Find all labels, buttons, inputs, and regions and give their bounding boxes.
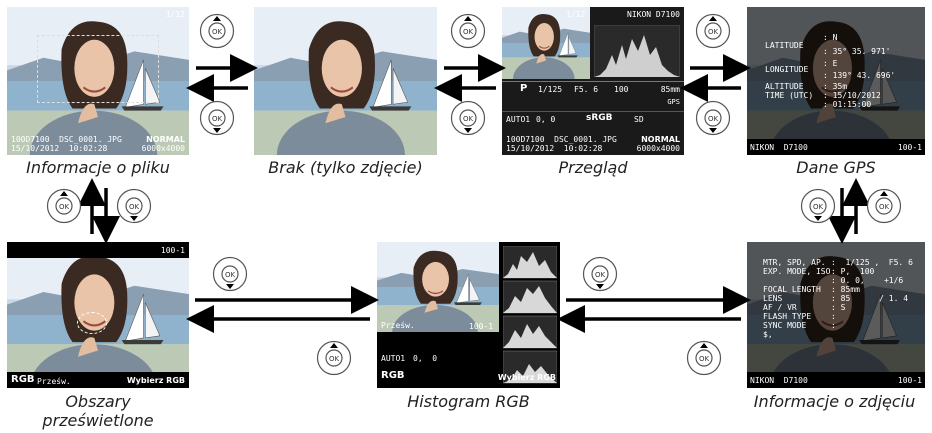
white-balance: AUTO1	[506, 115, 531, 124]
time-date: : 15/10/2012	[823, 91, 881, 100]
highlight-blink-area	[77, 312, 107, 334]
altitude-value: : 35m	[823, 82, 848, 91]
photo-only-screen	[254, 7, 437, 155]
af-vr-value: : S	[831, 303, 846, 312]
rgb-histograms	[503, 246, 557, 384]
sync-mode-value: :	[831, 321, 836, 330]
caption-highlights: Obszary prześwietlone	[7, 392, 189, 430]
iso-value: 100	[614, 85, 629, 94]
overview-screen: 1/12 NIKON D7100 P 1/125 F5. 6 100 85mm …	[502, 7, 684, 155]
date-time-line: 15/10/2012 10:02:28	[11, 144, 108, 153]
histogram-screen: Prześw. 100-1 AUTO1 0, 0 RGB Wybierz RGB	[377, 242, 560, 388]
multi-selector-icon	[686, 340, 722, 376]
focal-length-value: : 85mm	[831, 285, 860, 294]
multi-selector-icon	[316, 340, 352, 376]
af-frame	[37, 35, 159, 103]
altitude-label: ALTITUDE	[765, 82, 804, 91]
latitude-value: : 35° 35. 971'	[823, 47, 891, 56]
sync-mode-label: SYNC MODE	[763, 321, 807, 330]
camera-model: NIKON D7100	[750, 143, 808, 152]
frame-number: 100-1	[469, 322, 494, 331]
multi-selector-icon	[582, 256, 618, 292]
multi-selector-icon	[866, 188, 902, 224]
lens-label: LENS	[763, 294, 783, 303]
longitude-value: : 139° 43. 696'	[823, 71, 896, 80]
flash-type-value: :	[831, 312, 836, 321]
channel-rgb: RGB	[11, 374, 35, 385]
latitude-label: LATITUDE	[765, 41, 804, 50]
multi-selector-icon	[212, 256, 248, 292]
exp-mode-label: EXP. MODE, ISO	[763, 267, 831, 276]
caption-highlights-line1: Obszary	[65, 392, 131, 411]
longitude-direction: : E	[823, 59, 838, 68]
time-label: TIME (UTC)	[765, 91, 814, 100]
time-value: : 01:15:00	[823, 100, 872, 109]
frame-number: 100-1	[897, 376, 922, 385]
caption-histogram: Histogram RGB	[407, 392, 530, 411]
gps-screen: LATITUDE : N : 35° 35. 971' LONGITUDE : …	[747, 7, 925, 155]
frame-number: 100-1	[897, 143, 922, 152]
channel-rgb: RGB	[381, 370, 405, 381]
multi-selector-icon	[46, 188, 82, 224]
frame-counter: 1/12	[566, 10, 586, 19]
luminance-histogram	[594, 25, 680, 77]
file-name-line: 100D7100 DSC_0001. JPG	[506, 135, 617, 144]
multi-selector-icon	[800, 188, 836, 224]
caption-gps: Dane GPS	[796, 158, 876, 177]
exp-comp-value: : 0. 0, +1/6	[831, 276, 904, 285]
exposure-mode: P	[520, 83, 528, 94]
multi-selector-icon	[695, 13, 731, 49]
aperture: F5. 6	[574, 85, 599, 94]
highlights-screen: 100-1 RGB Prześw. Wybierz RGB	[7, 242, 189, 388]
multi-selector-icon	[199, 100, 235, 136]
file-info-screen: 1/12 100D7100 DSC_0001. JPG 15/10/2012 1…	[7, 7, 189, 155]
photo-thumbnail	[377, 242, 499, 332]
wb-fine-tune: 0, 0	[413, 354, 438, 363]
multi-selector-icon	[450, 100, 486, 136]
wb-fine-tune: 0, 0	[536, 115, 556, 124]
camera-model: NIKON D7100	[750, 376, 808, 385]
frame-number: 100-1	[160, 246, 185, 255]
multi-selector-icon	[450, 13, 486, 49]
multi-selector-icon	[199, 13, 235, 49]
metering-label: MTR, SPD, AP.	[763, 258, 826, 267]
file-name-line: 100D7100 DSC_0001. JPG	[11, 135, 122, 144]
frame-counter: 1/12	[165, 10, 185, 19]
quality-label: NORMAL	[641, 135, 680, 144]
camera-model: NIKON D7100	[627, 10, 680, 19]
metering-value: : 1/125 , F5. 6	[831, 258, 913, 267]
highlights-label: Prześw.	[37, 377, 71, 386]
shooting-info-screen: MTR, SPD, AP. : 1/125 , F5. 6 EXP. MODE,…	[747, 242, 925, 388]
quality-label: NORMAL	[146, 135, 185, 144]
caption-highlights-line2: prześwietlone	[42, 411, 154, 430]
focal-length-label: FOCAL LENGTH	[763, 285, 821, 294]
longitude-label: LONGITUDE	[765, 65, 809, 74]
caption-file-info: Informacje o pliku	[26, 158, 170, 177]
lens-value: : 85 / 1. 4	[831, 294, 909, 303]
gps-badge: GPS	[667, 98, 680, 106]
caption-overview: Przegląd	[558, 158, 628, 177]
multi-selector-icon	[695, 100, 731, 136]
color-space: sRGB	[586, 113, 613, 123]
photo-scene	[254, 7, 437, 155]
image-size: 6000x4000	[141, 144, 185, 153]
image-size: 6000x4000	[636, 144, 680, 153]
highlights-label: Prześw.	[381, 321, 415, 330]
exp-mode-value: : P, 100	[831, 267, 875, 276]
date-time-line: 15/10/2012 10:02:28	[506, 144, 603, 153]
flash-type-label: FLASH TYPE	[763, 312, 812, 321]
select-rgb-hint: Wybierz RGB	[497, 373, 556, 382]
multi-selector-icon	[116, 188, 152, 224]
picture-control: SD	[634, 115, 644, 124]
caption-no-info: Brak (tylko zdjęcie)	[268, 158, 423, 177]
white-balance: AUTO1	[381, 354, 406, 363]
focal-length: 85mm	[660, 85, 680, 94]
af-vr-label: AF / VR	[763, 303, 797, 312]
latitude-direction: : N	[823, 33, 838, 42]
shutter-speed: 1/125	[538, 85, 563, 94]
caption-shooting: Informacje o zdjęciu	[753, 392, 916, 411]
select-rgb-hint: Wybierz RGB	[126, 376, 185, 385]
flash-comp-label: $,	[763, 330, 778, 339]
